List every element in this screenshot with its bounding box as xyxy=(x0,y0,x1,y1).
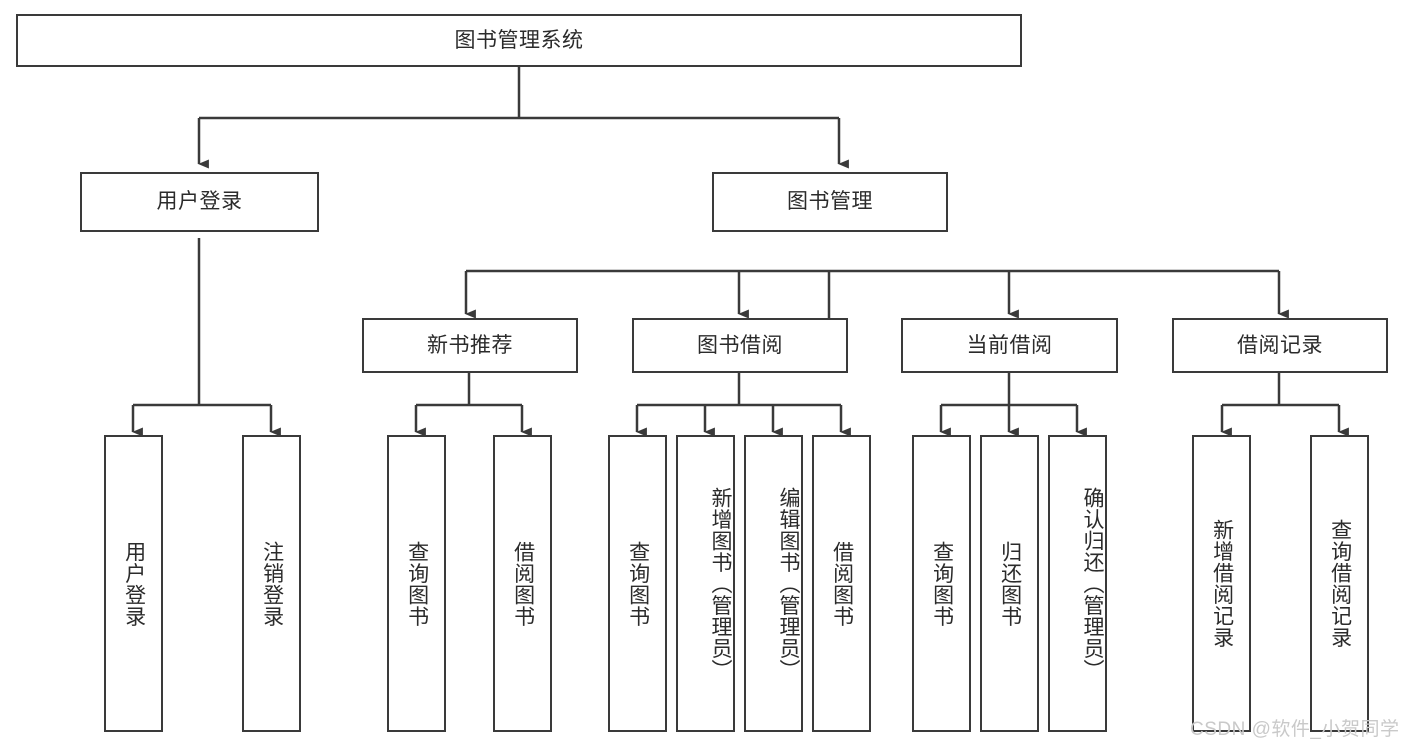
node-new-book-recommend[interactable]: 新书推荐 xyxy=(362,318,578,373)
leaf-borrow-edit-book-admin[interactable]: 编辑图书（管理员） xyxy=(744,435,803,732)
leaf-borrow-borrow-book[interactable]: 借阅图书 xyxy=(812,435,871,732)
leaf-borrow-query-book[interactable]: 查询图书 xyxy=(608,435,667,732)
leaf-borrow-add-book-admin[interactable]: 新增图书（管理员） xyxy=(676,435,735,732)
leaf-user-login[interactable]: 用户登录 xyxy=(104,435,163,732)
node-book-management[interactable]: 图书管理 xyxy=(712,172,948,232)
node-borrow-record[interactable]: 借阅记录 xyxy=(1172,318,1388,373)
leaf-current-query-book[interactable]: 查询图书 xyxy=(912,435,971,732)
leaf-record-add-record[interactable]: 新增借阅记录 xyxy=(1192,435,1251,732)
node-current-borrow[interactable]: 当前借阅 xyxy=(901,318,1118,373)
leaf-record-query-record[interactable]: 查询借阅记录 xyxy=(1310,435,1369,732)
node-book-borrow[interactable]: 图书借阅 xyxy=(632,318,848,373)
leaf-newbook-query-book[interactable]: 查询图书 xyxy=(387,435,446,732)
csdn-watermark: CSDN @软件_小贺同学 xyxy=(1190,719,1400,740)
node-root[interactable]: 图书管理系统 xyxy=(16,14,1022,67)
leaf-newbook-borrow-book[interactable]: 借阅图书 xyxy=(493,435,552,732)
leaf-current-confirm-return-admin[interactable]: 确认归还（管理员） xyxy=(1048,435,1107,732)
node-user-login[interactable]: 用户登录 xyxy=(80,172,319,232)
leaf-current-return-book[interactable]: 归还图书 xyxy=(980,435,1039,732)
leaf-logout[interactable]: 注销登录 xyxy=(242,435,301,732)
